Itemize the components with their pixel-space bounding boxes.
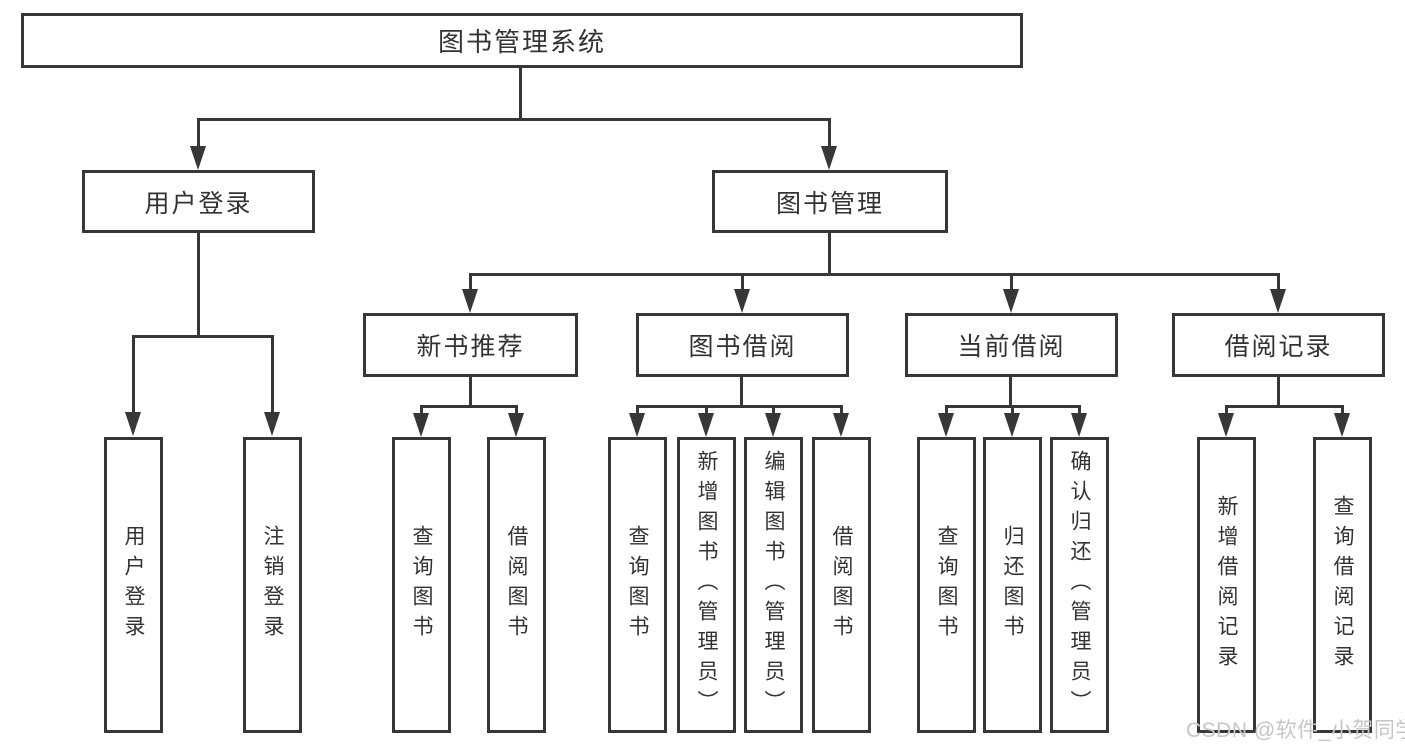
node-book-borrow: 图书借阅 bbox=[636, 313, 849, 377]
connector-line bbox=[636, 405, 639, 415]
node-label: 借阅记录 bbox=[1224, 333, 1333, 361]
arrow-down-icon bbox=[821, 146, 837, 170]
connector-line bbox=[636, 405, 843, 408]
watermark-text: CSDN @软件_小贺同学 bbox=[1186, 719, 1405, 742]
connector-line bbox=[132, 335, 274, 338]
arrow-down-icon bbox=[264, 412, 280, 436]
connector-line bbox=[740, 377, 743, 405]
leaf-query-books-1: 查询图书 bbox=[392, 437, 451, 733]
connector-line bbox=[1011, 405, 1014, 415]
node-label: 图书管理 bbox=[775, 189, 884, 218]
connector-line bbox=[828, 118, 831, 150]
leaf-label: 编辑图书（管理员） bbox=[762, 450, 785, 720]
arrow-down-icon bbox=[833, 413, 849, 437]
connector-line bbox=[197, 118, 200, 150]
connector-line bbox=[469, 377, 472, 405]
leaf-logout: 注销登录 bbox=[243, 437, 302, 733]
leaf-label: 新增借阅记录 bbox=[1215, 495, 1238, 675]
leaf-label: 查询图书 bbox=[935, 525, 958, 645]
arrow-down-icon bbox=[765, 413, 781, 437]
leaf-query-borrow-record: 查询借阅记录 bbox=[1313, 437, 1372, 733]
connector-line bbox=[197, 233, 200, 335]
node-current-borrow: 当前借阅 bbox=[905, 313, 1118, 377]
leaf-query-books-2: 查询图书 bbox=[608, 437, 667, 733]
connector-line bbox=[945, 405, 948, 415]
leaf-label: 查询图书 bbox=[410, 525, 433, 645]
connector-line bbox=[772, 405, 775, 415]
connector-line bbox=[420, 405, 423, 415]
arrow-down-icon bbox=[734, 289, 750, 313]
node-book-management: 图书管理 bbox=[712, 170, 948, 233]
node-library-management-system: 图书管理系统 bbox=[21, 13, 1023, 68]
leaf-label: 借阅图书 bbox=[505, 525, 528, 645]
connector-line bbox=[828, 233, 831, 273]
arrow-down-icon bbox=[462, 289, 478, 313]
node-user-login: 用户登录 bbox=[82, 170, 315, 233]
arrow-down-icon bbox=[190, 146, 206, 170]
connector-line bbox=[515, 405, 518, 415]
connector-line bbox=[741, 273, 744, 293]
connector-line bbox=[840, 405, 843, 415]
leaf-label: 注销登录 bbox=[261, 525, 284, 645]
leaf-borrow-books-1: 借阅图书 bbox=[487, 437, 546, 733]
connector-line bbox=[469, 273, 472, 293]
arrow-down-icon bbox=[1071, 413, 1087, 437]
leaf-user-login: 用户登录 bbox=[104, 437, 163, 733]
connector-line bbox=[1009, 377, 1012, 405]
node-label: 图书借阅 bbox=[688, 333, 797, 361]
arrow-down-icon bbox=[413, 413, 429, 437]
node-label: 用户登录 bbox=[144, 189, 253, 218]
connector-line bbox=[1341, 405, 1344, 415]
leaf-label: 用户登录 bbox=[122, 525, 145, 645]
leaf-label: 查询借阅记录 bbox=[1331, 495, 1354, 675]
leaf-add-books-admin: 新增图书（管理员） bbox=[677, 437, 736, 733]
leaf-label: 确认归还（管理员） bbox=[1068, 450, 1091, 720]
arrow-down-icon bbox=[938, 413, 954, 437]
leaf-return-books: 归还图书 bbox=[983, 437, 1042, 733]
connector-line bbox=[132, 335, 135, 415]
connector-line bbox=[1078, 405, 1081, 415]
arrow-down-icon bbox=[698, 413, 714, 437]
leaf-add-borrow-record: 新增借阅记录 bbox=[1197, 437, 1256, 733]
arrow-down-icon bbox=[1003, 289, 1019, 313]
connector-line bbox=[1277, 273, 1280, 293]
arrow-down-icon bbox=[1334, 413, 1350, 437]
leaf-label: 归还图书 bbox=[1001, 525, 1024, 645]
leaf-borrow-books-2: 借阅图书 bbox=[812, 437, 871, 733]
arrow-down-icon bbox=[1004, 413, 1020, 437]
connector-line bbox=[197, 118, 831, 121]
arrow-down-icon bbox=[1270, 289, 1286, 313]
node-label: 当前借阅 bbox=[957, 333, 1066, 361]
node-label: 新书推荐 bbox=[416, 333, 525, 361]
leaf-label: 查询图书 bbox=[626, 525, 649, 645]
leaf-query-books-3: 查询图书 bbox=[917, 437, 976, 733]
node-borrow-record: 借阅记录 bbox=[1172, 313, 1385, 377]
connector-line bbox=[705, 405, 708, 415]
connector-line bbox=[1225, 405, 1228, 415]
node-new-book-recommend: 新书推荐 bbox=[363, 313, 578, 377]
leaf-label: 借阅图书 bbox=[830, 525, 853, 645]
arrow-down-icon bbox=[1218, 413, 1234, 437]
leaf-edit-books-admin: 编辑图书（管理员） bbox=[744, 437, 803, 733]
arrow-down-icon bbox=[125, 412, 141, 436]
connector-line bbox=[1225, 405, 1344, 408]
connector-line bbox=[271, 335, 274, 415]
leaf-confirm-return-admin: 确认归还（管理员） bbox=[1050, 437, 1109, 733]
connector-line bbox=[1010, 273, 1013, 293]
node-label: 图书管理系统 bbox=[437, 27, 606, 57]
connector-line bbox=[519, 68, 522, 118]
connector-line bbox=[1277, 377, 1280, 405]
connector-line bbox=[469, 273, 1280, 276]
leaf-label: 新增图书（管理员） bbox=[695, 450, 718, 720]
arrow-down-icon bbox=[508, 413, 524, 437]
arrow-down-icon bbox=[629, 413, 645, 437]
connector-line bbox=[420, 405, 518, 408]
